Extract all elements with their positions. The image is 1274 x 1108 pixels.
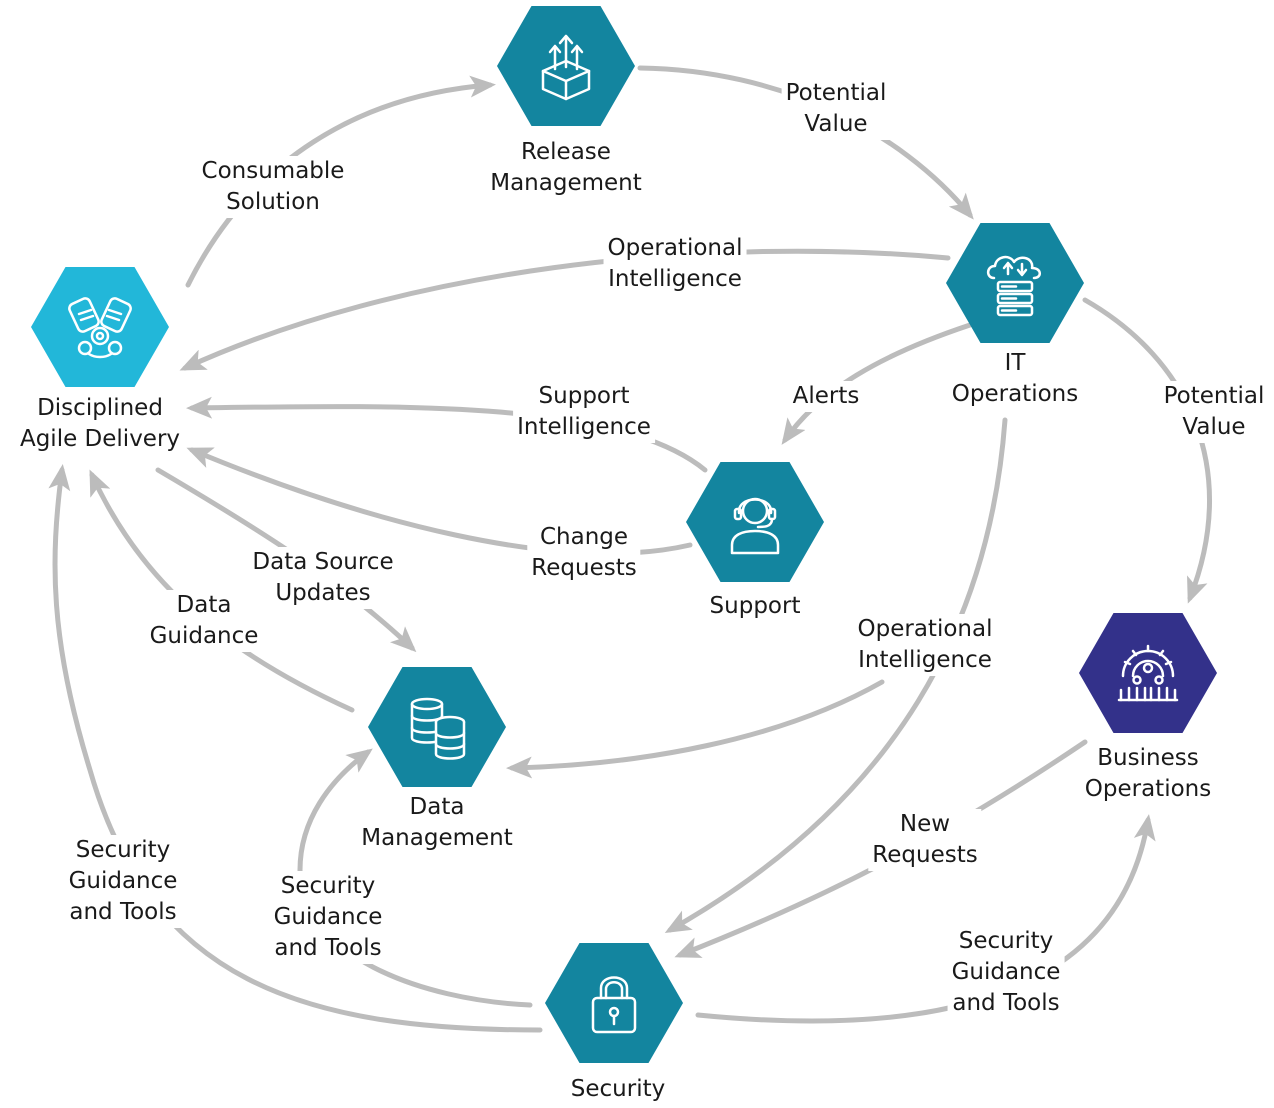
cloud-server-icon <box>986 255 1041 317</box>
arrow-operational-intelligence-data <box>506 679 885 779</box>
arrow-security-guidance-dad <box>48 464 543 1033</box>
support-label: Support <box>709 593 801 619</box>
padlock-icon <box>591 976 637 1034</box>
release-management-hex <box>497 6 635 126</box>
database-icon <box>410 697 466 760</box>
headset-agent-icon <box>730 497 780 555</box>
data-management-hex <box>368 667 506 787</box>
arrow-support-intelligence <box>186 396 708 473</box>
arrow-potential-value-business <box>1082 297 1212 604</box>
box-arrows-icon <box>541 34 591 101</box>
arrow-consumable-solution <box>185 75 496 288</box>
edge-label-alerts: Alerts <box>788 381 864 412</box>
arrow-it-ops-to-security <box>664 417 1008 933</box>
arrow-alerts <box>781 322 973 445</box>
business-operations-hex <box>1079 613 1217 733</box>
it-operations-hex <box>946 223 1084 343</box>
disciplined-agile-delivery-hex <box>31 267 169 387</box>
security-hex <box>545 943 683 1063</box>
support-hex <box>686 462 824 582</box>
security-label: Security <box>570 1076 666 1102</box>
arrow-operational-intelligence-dad <box>179 248 951 371</box>
gears-icon <box>68 297 132 359</box>
gear-people-icon <box>1117 644 1179 702</box>
